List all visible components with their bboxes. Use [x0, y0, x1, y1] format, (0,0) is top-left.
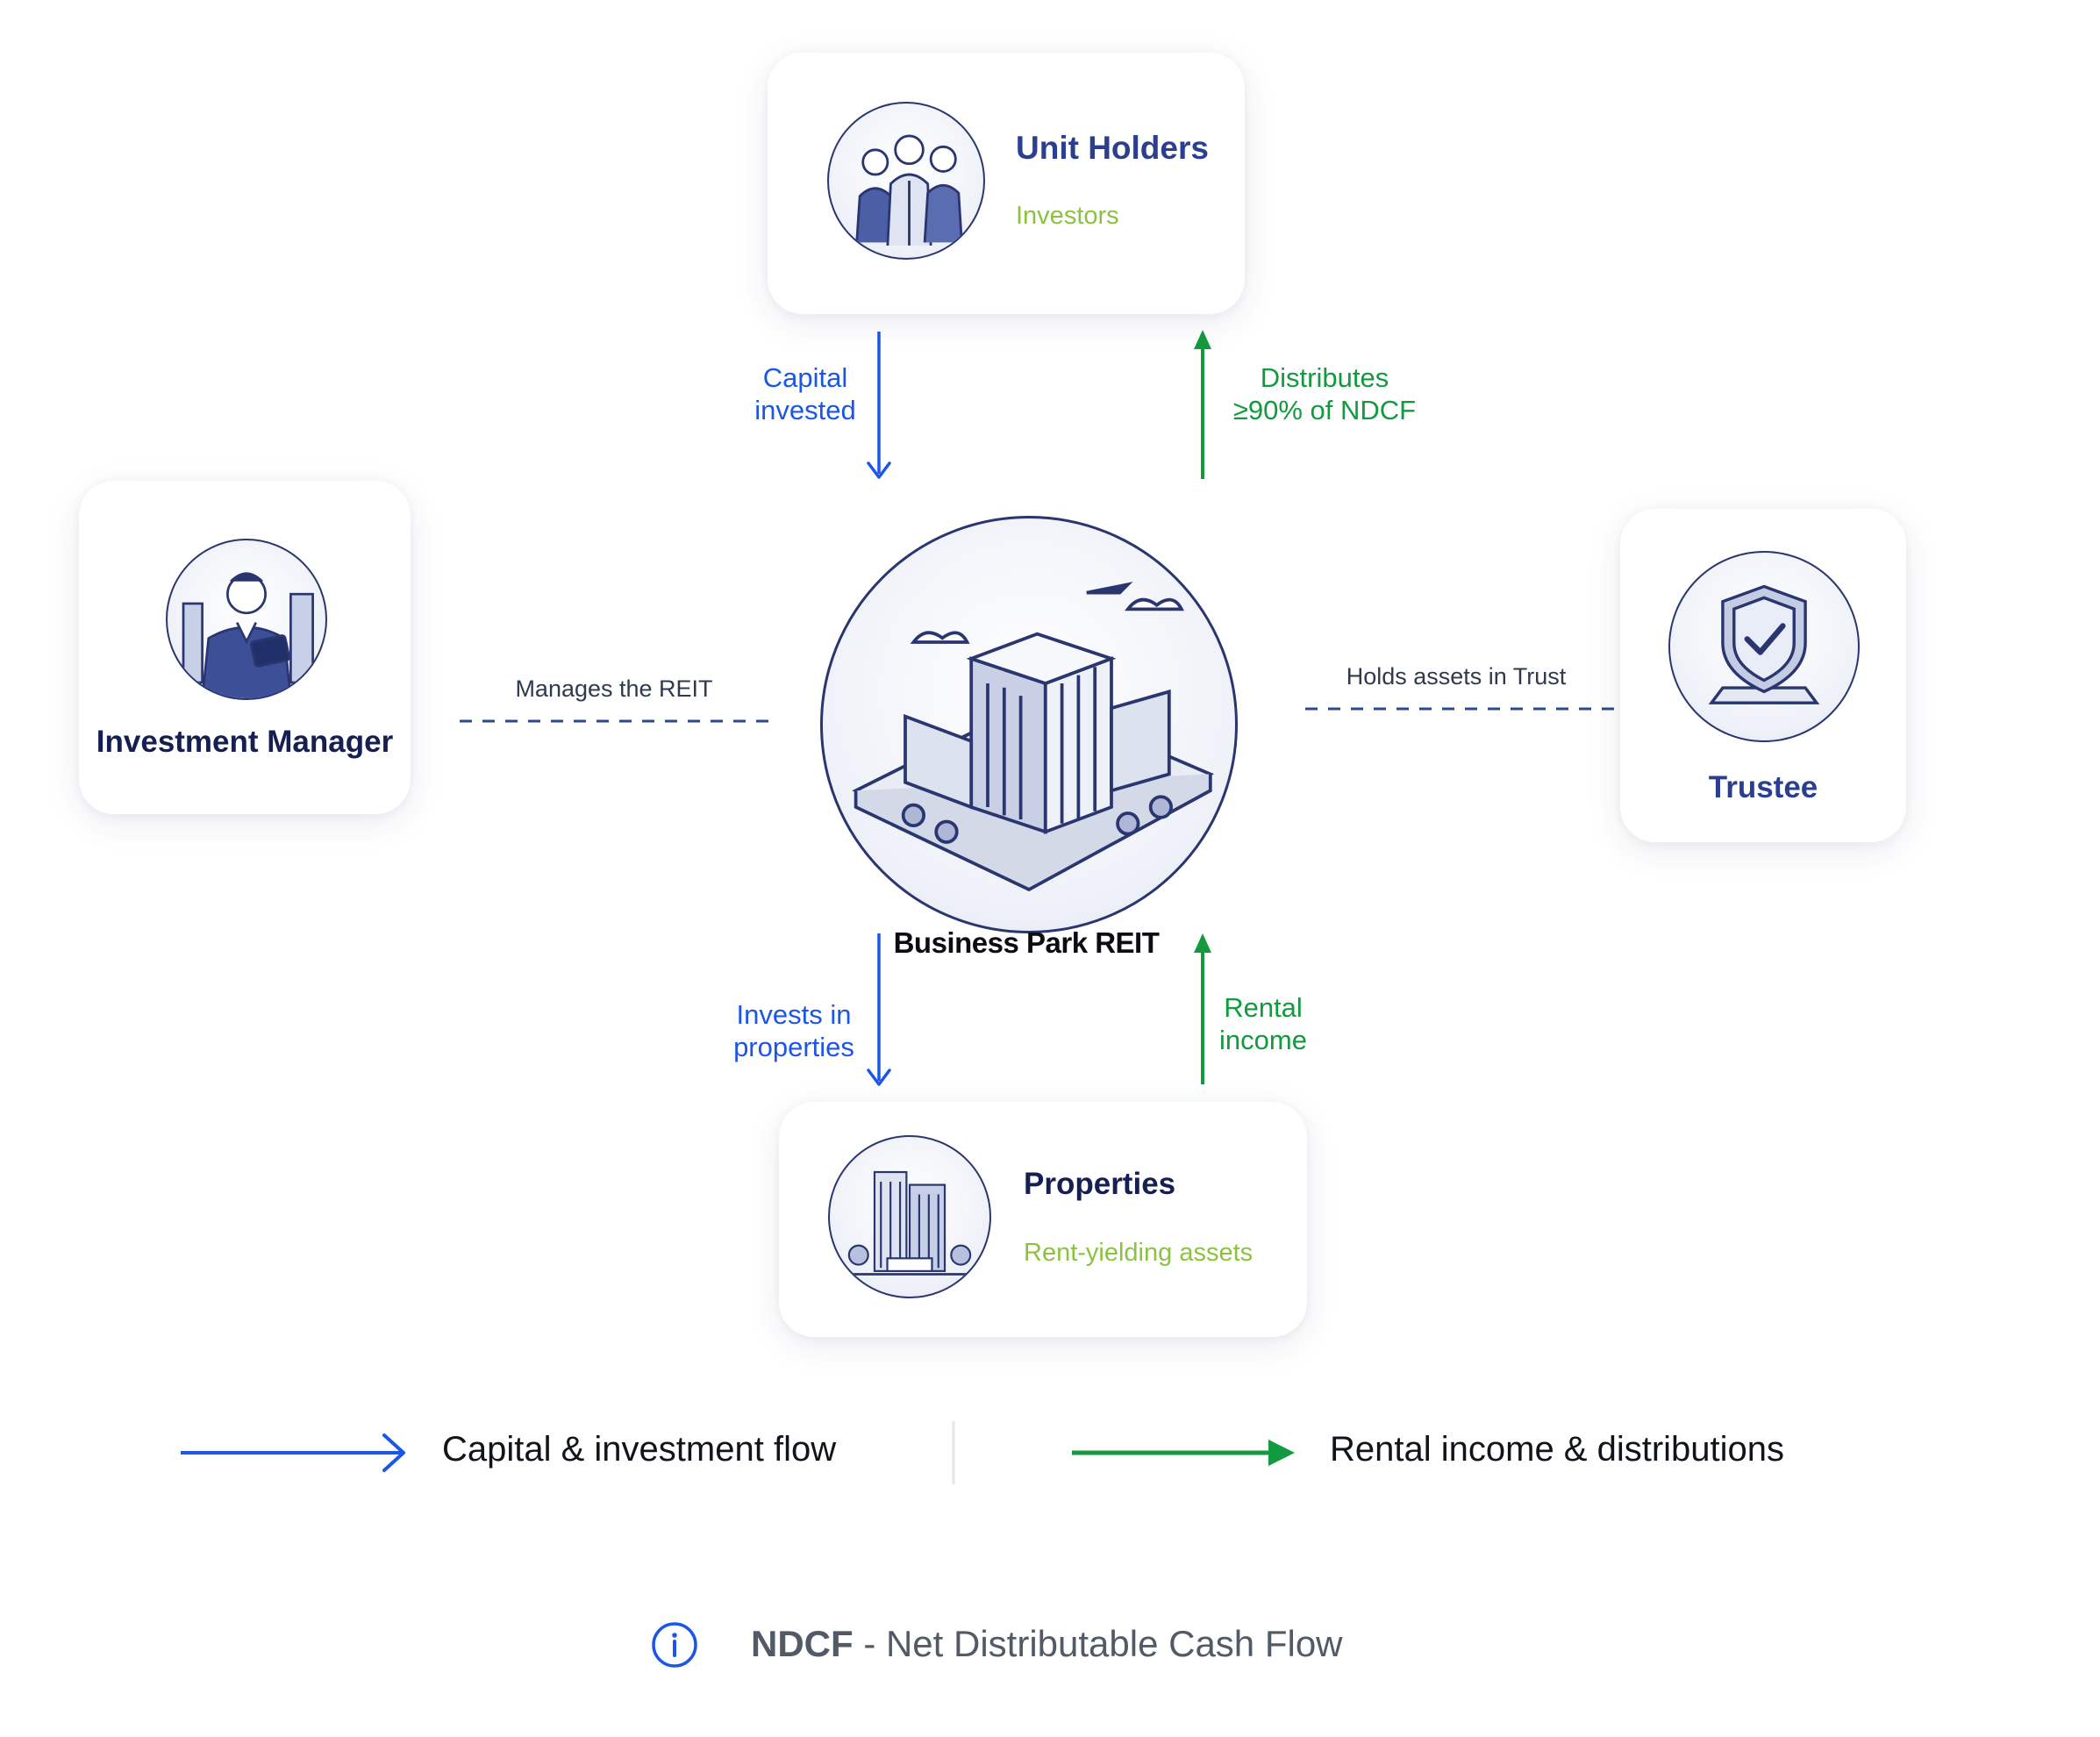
footnote-text: NDCF - Net Distributable Cash Flow: [751, 1623, 1343, 1665]
reit-title: Business Park REIT: [893, 926, 1160, 959]
holds-assets-label: Holds assets in Trust: [1346, 663, 1567, 690]
businessman-tablet-illustration: [166, 539, 327, 700]
distributes-label: Distributes ≥90% of NDCF: [1232, 362, 1417, 426]
unit-holders-card: Unit Holders Investors: [768, 53, 1245, 314]
legend-blue-arrow: [181, 1433, 405, 1472]
trustee-title: Trustee: [1708, 770, 1818, 804]
legend-rental-flow-text: Rental income & distributions: [1330, 1430, 1785, 1469]
rental-income-label: Rental income: [1219, 992, 1307, 1056]
manages-label: Manages the REIT: [515, 676, 713, 702]
unit-holders-subtitle: Investors: [1016, 202, 1119, 230]
unit-holders-title: Unit Holders: [1016, 130, 1209, 166]
footnote-definition: - Net Distributable Cash Flow: [853, 1623, 1343, 1664]
invests-in-properties-arrow: [867, 933, 891, 1086]
legend-green-arrow: [1072, 1440, 1295, 1466]
shield-check-illustration: [1668, 551, 1860, 742]
rental-income-arrow: [1194, 933, 1211, 1084]
people-group-illustration: [827, 102, 985, 260]
properties-title: Properties: [1024, 1167, 1176, 1201]
info-icon: [651, 1621, 698, 1669]
distributes-arrow: [1194, 330, 1211, 479]
office-towers-illustration: [828, 1135, 991, 1298]
investment-manager-title: Investment Manager: [96, 725, 394, 759]
properties-card: Properties Rent-yielding assets: [779, 1102, 1307, 1337]
office-park-building-illustration: [820, 516, 1238, 933]
capital-invested-arrow: [867, 332, 891, 479]
properties-subtitle: Rent-yielding assets: [1024, 1239, 1254, 1267]
legend-capital-flow-text: Capital & investment flow: [442, 1430, 837, 1469]
capital-invested-label: Capital invested: [754, 362, 856, 426]
trustee-card: Trustee: [1620, 509, 1906, 842]
investment-manager-card: Investment Manager: [79, 481, 411, 814]
invests-in-properties-label: Invests in properties: [733, 999, 854, 1063]
footnote-abbr: NDCF: [751, 1623, 854, 1664]
